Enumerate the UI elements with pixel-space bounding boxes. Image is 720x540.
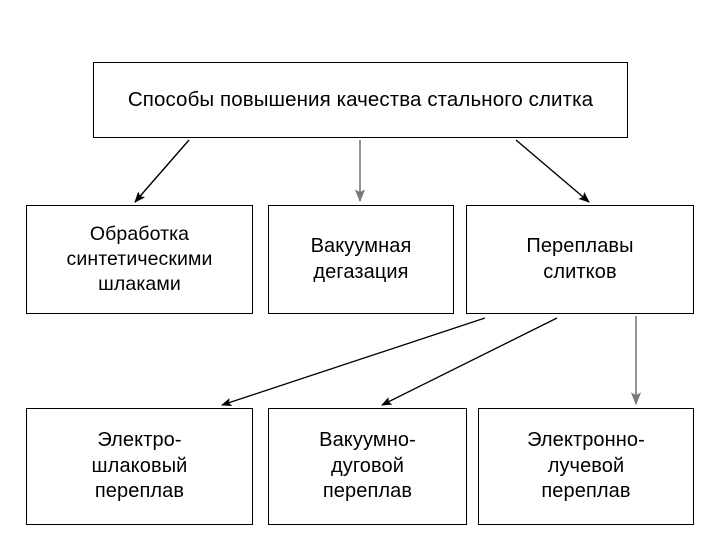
node-electroslag-remelting-label: Электро- шлаковый переплав	[91, 429, 188, 503]
node-synthetic-slag[interactable]: Обработка синтетическими шлаками	[26, 205, 253, 314]
connector-root-to-synthetic-slag	[134, 139, 190, 203]
node-remelting[interactable]: Переплавы слитков	[466, 205, 694, 314]
node-root-label: Способы повышения качества стального сли…	[127, 87, 594, 111]
node-root[interactable]: Способы повышения качества стального сли…	[93, 62, 628, 138]
node-synthetic-slag-label: Обработка синтетическими шлаками	[66, 223, 213, 295]
node-vacuum-arc-remelting-label: Вакуумно- дуговой переплав	[319, 429, 416, 503]
node-vacuum-arc-remelting[interactable]: Вакуумно- дуговой переплав	[268, 408, 467, 525]
connector-remelting-to-esr	[221, 317, 486, 407]
node-vacuum-degas-label: Вакуумная дегазация	[310, 234, 412, 283]
connector-remelting-to-var	[381, 317, 558, 406]
node-vacuum-degas[interactable]: Вакуумная дегазация	[268, 205, 454, 314]
connector-root-to-remelting	[515, 139, 590, 203]
node-remelting-label: Переплавы слитков	[526, 234, 634, 283]
node-electron-beam-remelting[interactable]: Электронно- лучевой переплав	[478, 408, 694, 525]
node-electroslag-remelting[interactable]: Электро- шлаковый переплав	[26, 408, 253, 525]
node-electron-beam-remelting-label: Электронно- лучевой переплав	[527, 429, 645, 503]
